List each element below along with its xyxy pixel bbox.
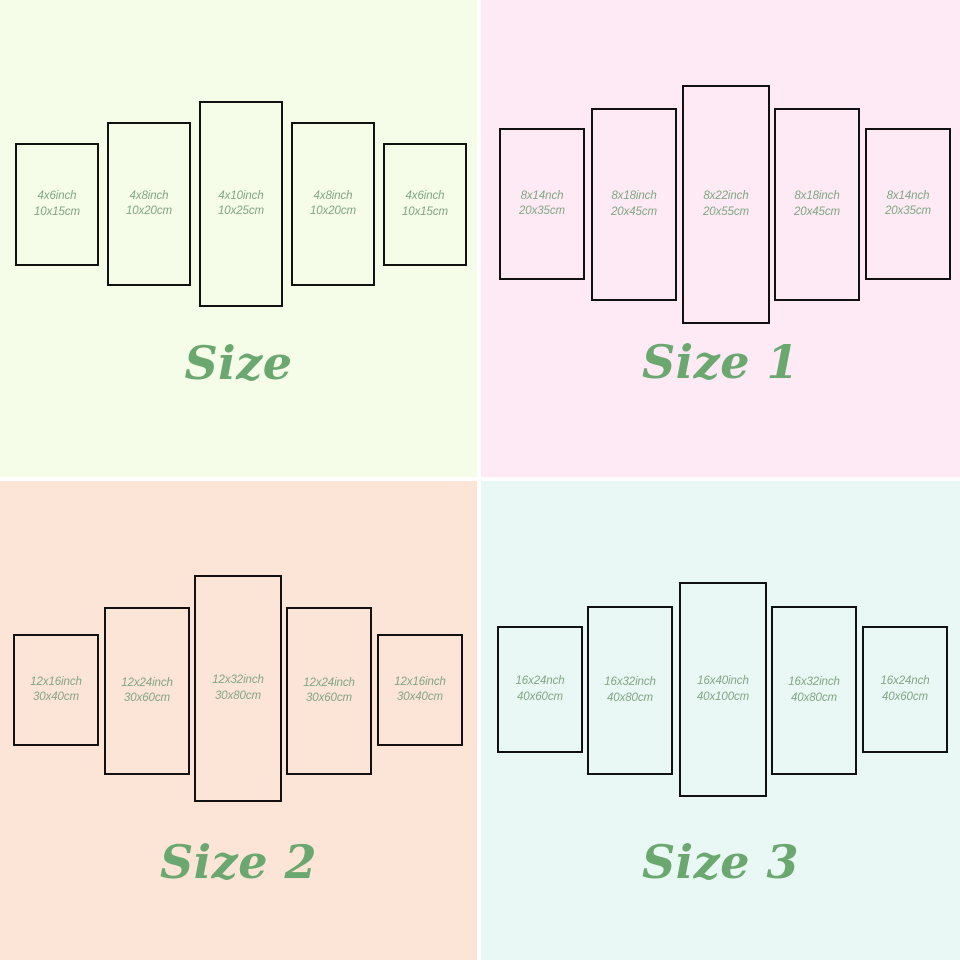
frame-size-cm: 10x20cm — [126, 205, 172, 217]
frame-size-label: 12x16inch 30x40cm — [394, 675, 446, 706]
frame-size-cm: 40x60cm — [517, 690, 563, 703]
canvas-panel-4: 16x32inch 40x80cm — [771, 606, 857, 775]
frame-size-inches: 16x32inch — [788, 676, 840, 688]
canvas-panel-1: 4x6inch 10x15cm — [15, 143, 99, 266]
panel-title-size-3: Size 3 — [641, 835, 800, 889]
canvas-panel-5: 8x14nch 20x35cm — [865, 128, 951, 280]
frame-size-label: 12x16inch 30x40cm — [30, 675, 82, 706]
panel-size-1: 8x14nch 20x35cm 8x18inch 20x45cm 8x22inch 20x… — [481, 0, 960, 477]
canvas-panel-5: 4x6inch 10x15cm — [383, 143, 467, 266]
frames-group: 4x6inch 10x15cm 4x8inch 10x20cm 4x10inch 10x2… — [0, 0, 477, 477]
frame-size-cm: 40x100cm — [696, 690, 750, 703]
frame-size-cm: 30x40cm — [33, 691, 79, 703]
frames-group: 16x24nch 40x60cm 16x32inch 40x80cm 16x40inch… — [481, 481, 960, 960]
frame-size-label: 12x32inch 30x80cm — [212, 673, 264, 704]
frame-size-cm: 30x80cm — [215, 689, 261, 702]
frame-size-label: 8x14nch 20x35cm — [885, 189, 931, 220]
frame-size-cm: 30x60cm — [306, 692, 352, 704]
panel-title-size: Size — [184, 336, 293, 390]
frame-size-cm: 30x60cm — [124, 692, 170, 704]
canvas-panel-5: 12x16inch 30x40cm — [377, 634, 463, 746]
frame-size-label: 8x18inch 20x45cm — [794, 189, 840, 220]
frame-size-inches: 12x16inch — [394, 675, 446, 688]
canvas-panel-4: 8x18inch 20x45cm — [774, 108, 860, 301]
frame-size-inches: 8x14nch — [520, 189, 564, 202]
frame-size-cm: 30x40cm — [397, 691, 443, 703]
canvas-panel-3: 8x22inch 20x55cm — [682, 85, 770, 324]
frame-size-inches: 12x32inch — [212, 674, 264, 686]
frame-size-inches: 16x24nch — [515, 675, 565, 687]
canvas-panel-1: 12x16inch 30x40cm — [13, 634, 99, 746]
frame-size-cm: 20x45cm — [794, 205, 840, 218]
canvas-panel-2: 12x24inch 30x60cm — [104, 607, 190, 775]
frame-size-label: 4x8inch 10x20cm — [310, 189, 356, 220]
frame-size-cm: 40x60cm — [882, 690, 928, 703]
frame-size-cm: 40x80cm — [791, 691, 837, 704]
canvas-panel-4: 12x24inch 30x60cm — [286, 607, 372, 775]
frame-size-cm: 20x35cm — [519, 205, 565, 217]
frame-size-label: 12x24inch 30x60cm — [303, 676, 355, 707]
frame-size-inches: 4x6inch — [37, 190, 77, 202]
canvas-panel-3: 4x10inch 10x25cm — [199, 101, 283, 307]
frame-size-inches: 12x24inch — [303, 676, 355, 689]
frame-size-inches: 16x24nch — [880, 675, 930, 687]
frame-size-inches: 4x8inch — [313, 189, 353, 202]
panel-size-2: 12x16inch 30x40cm 12x24inch 30x60cm 12x32inc… — [0, 481, 477, 960]
frame-size-inches: 8x22inch — [703, 190, 749, 202]
frame-size-label: 16x40inch 40x100cm — [697, 674, 749, 705]
frames-group: 12x16inch 30x40cm 12x24inch 30x60cm 12x32inc… — [0, 481, 477, 960]
frame-size-label: 8x14nch 20x35cm — [519, 189, 565, 220]
canvas-panel-2: 4x8inch 10x20cm — [107, 122, 191, 286]
canvas-panel-2: 16x32inch 40x80cm — [587, 606, 673, 775]
frame-size-cm: 20x55cm — [703, 205, 749, 218]
frame-size-label: 12x24inch 30x60cm — [121, 676, 173, 707]
frame-size-label: 16x24nch 40x60cm — [880, 674, 929, 705]
frame-size-cm: 10x15cm — [34, 205, 80, 218]
panel-title-size-1: Size 1 — [641, 335, 800, 389]
frame-size-cm: 10x15cm — [402, 205, 448, 218]
panel-size-3: 16x24nch 40x60cm 16x32inch 40x80cm 16x40inch… — [481, 481, 960, 960]
canvas-panel-1: 8x14nch 20x35cm — [499, 128, 585, 280]
frame-size-label: 8x22inch 20x55cm — [703, 189, 749, 220]
frame-size-inches: 8x18inch — [794, 190, 840, 202]
frame-size-cm: 20x45cm — [611, 205, 657, 218]
panel-size: 4x6inch 10x15cm 4x8inch 10x20cm 4x10inch 10x2… — [0, 0, 477, 477]
frame-size-label: 4x6inch 10x15cm — [402, 189, 448, 220]
canvas-panel-3: 12x32inch 30x80cm — [194, 575, 282, 802]
frame-size-cm: 40x80cm — [607, 691, 653, 704]
panel-title-size-2: Size 2 — [159, 835, 318, 889]
frame-size-label: 4x10inch 10x25cm — [218, 189, 264, 220]
canvas-panel-5: 16x24nch 40x60cm — [862, 626, 948, 753]
frame-size-inches: 4x8inch — [129, 189, 169, 202]
canvas-panel-3: 16x40inch 40x100cm — [679, 582, 767, 797]
frame-size-inches: 12x16inch — [30, 675, 82, 688]
frame-size-cm: 20x35cm — [885, 205, 931, 217]
frame-size-label: 8x18inch 20x45cm — [611, 189, 657, 220]
frame-size-label: 4x6inch 10x15cm — [34, 189, 80, 220]
canvas-panel-4: 4x8inch 10x20cm — [291, 122, 375, 286]
canvas-panel-1: 16x24nch 40x60cm — [497, 626, 583, 753]
frame-size-inches: 12x24inch — [121, 676, 173, 689]
frame-size-cm: 10x25cm — [218, 205, 264, 217]
frames-group: 8x14nch 20x35cm 8x18inch 20x45cm 8x22inch 20x… — [481, 0, 960, 477]
frame-size-inches: 8x18inch — [611, 190, 657, 202]
frame-size-inches: 8x14nch — [886, 189, 930, 202]
canvas-panel-2: 8x18inch 20x45cm — [591, 108, 677, 301]
frame-size-label: 16x24nch 40x60cm — [515, 674, 564, 705]
frame-size-label: 4x8inch 10x20cm — [126, 189, 172, 220]
frame-size-label: 16x32inch 40x80cm — [604, 675, 656, 706]
frame-size-inches: 4x6inch — [405, 190, 445, 202]
frame-size-inches: 4x10inch — [218, 189, 264, 202]
frame-size-inches: 16x40inch — [697, 675, 749, 687]
frame-size-cm: 10x20cm — [310, 205, 356, 217]
frame-size-label: 16x32inch 40x80cm — [788, 675, 840, 706]
frame-size-inches: 16x32inch — [604, 676, 656, 688]
